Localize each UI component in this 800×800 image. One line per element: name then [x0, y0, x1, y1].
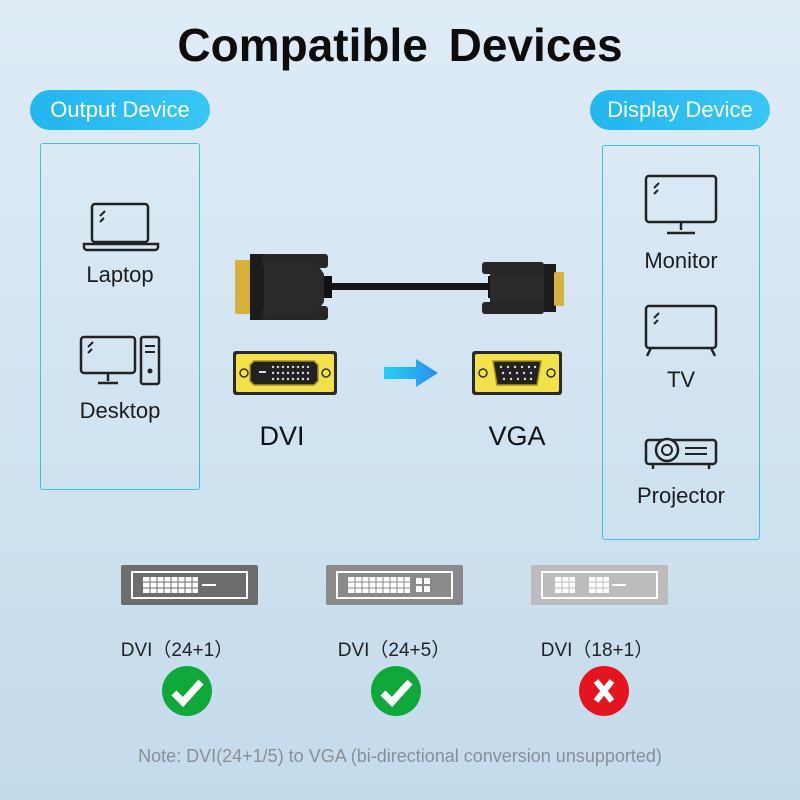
- note-text: Note: DVI(24+1/5) to VGA (bi-directional…: [138, 746, 662, 766]
- dvi-type-label: DVI（24+5）: [337, 640, 451, 661]
- monitor-label: Monitor: [644, 248, 718, 273]
- tv-label: TV: [666, 367, 696, 392]
- check-icon: [371, 666, 421, 716]
- dvi-type-label: DVI（24+1）: [120, 640, 234, 661]
- monitor-icon: [644, 174, 718, 235]
- tv-icon: [644, 304, 718, 357]
- desktop-label: Desktop: [79, 398, 161, 423]
- laptop-icon: [82, 202, 160, 252]
- display-device-box: [602, 145, 760, 540]
- dvi-18-1-icon: [531, 565, 668, 605]
- arrow-right-icon: [384, 359, 438, 387]
- dvi-to-vga-cable-image: [235, 254, 564, 320]
- projector-icon: [644, 437, 718, 469]
- check-icon: [162, 666, 212, 716]
- vga-port-icon: [472, 351, 562, 395]
- vga-label: VGA: [488, 421, 546, 451]
- page-title: Compatible Devices: [177, 19, 623, 71]
- dvi-24-1-icon: [121, 565, 258, 605]
- cross-icon: [579, 666, 629, 716]
- dvi-port-icon: [233, 351, 337, 395]
- dvi-24-5-icon: [326, 565, 463, 605]
- display-device-pill: Display Device: [590, 90, 770, 130]
- laptop-label: Laptop: [86, 262, 154, 287]
- projector-label: Projector: [636, 483, 726, 508]
- dvi-label: DVI: [259, 421, 305, 451]
- output-device-pill: Output Device: [30, 90, 210, 130]
- dvi-type-label: DVI（18+1）: [540, 640, 654, 661]
- desktop-icon: [79, 335, 161, 386]
- output-device-box: [40, 143, 200, 490]
